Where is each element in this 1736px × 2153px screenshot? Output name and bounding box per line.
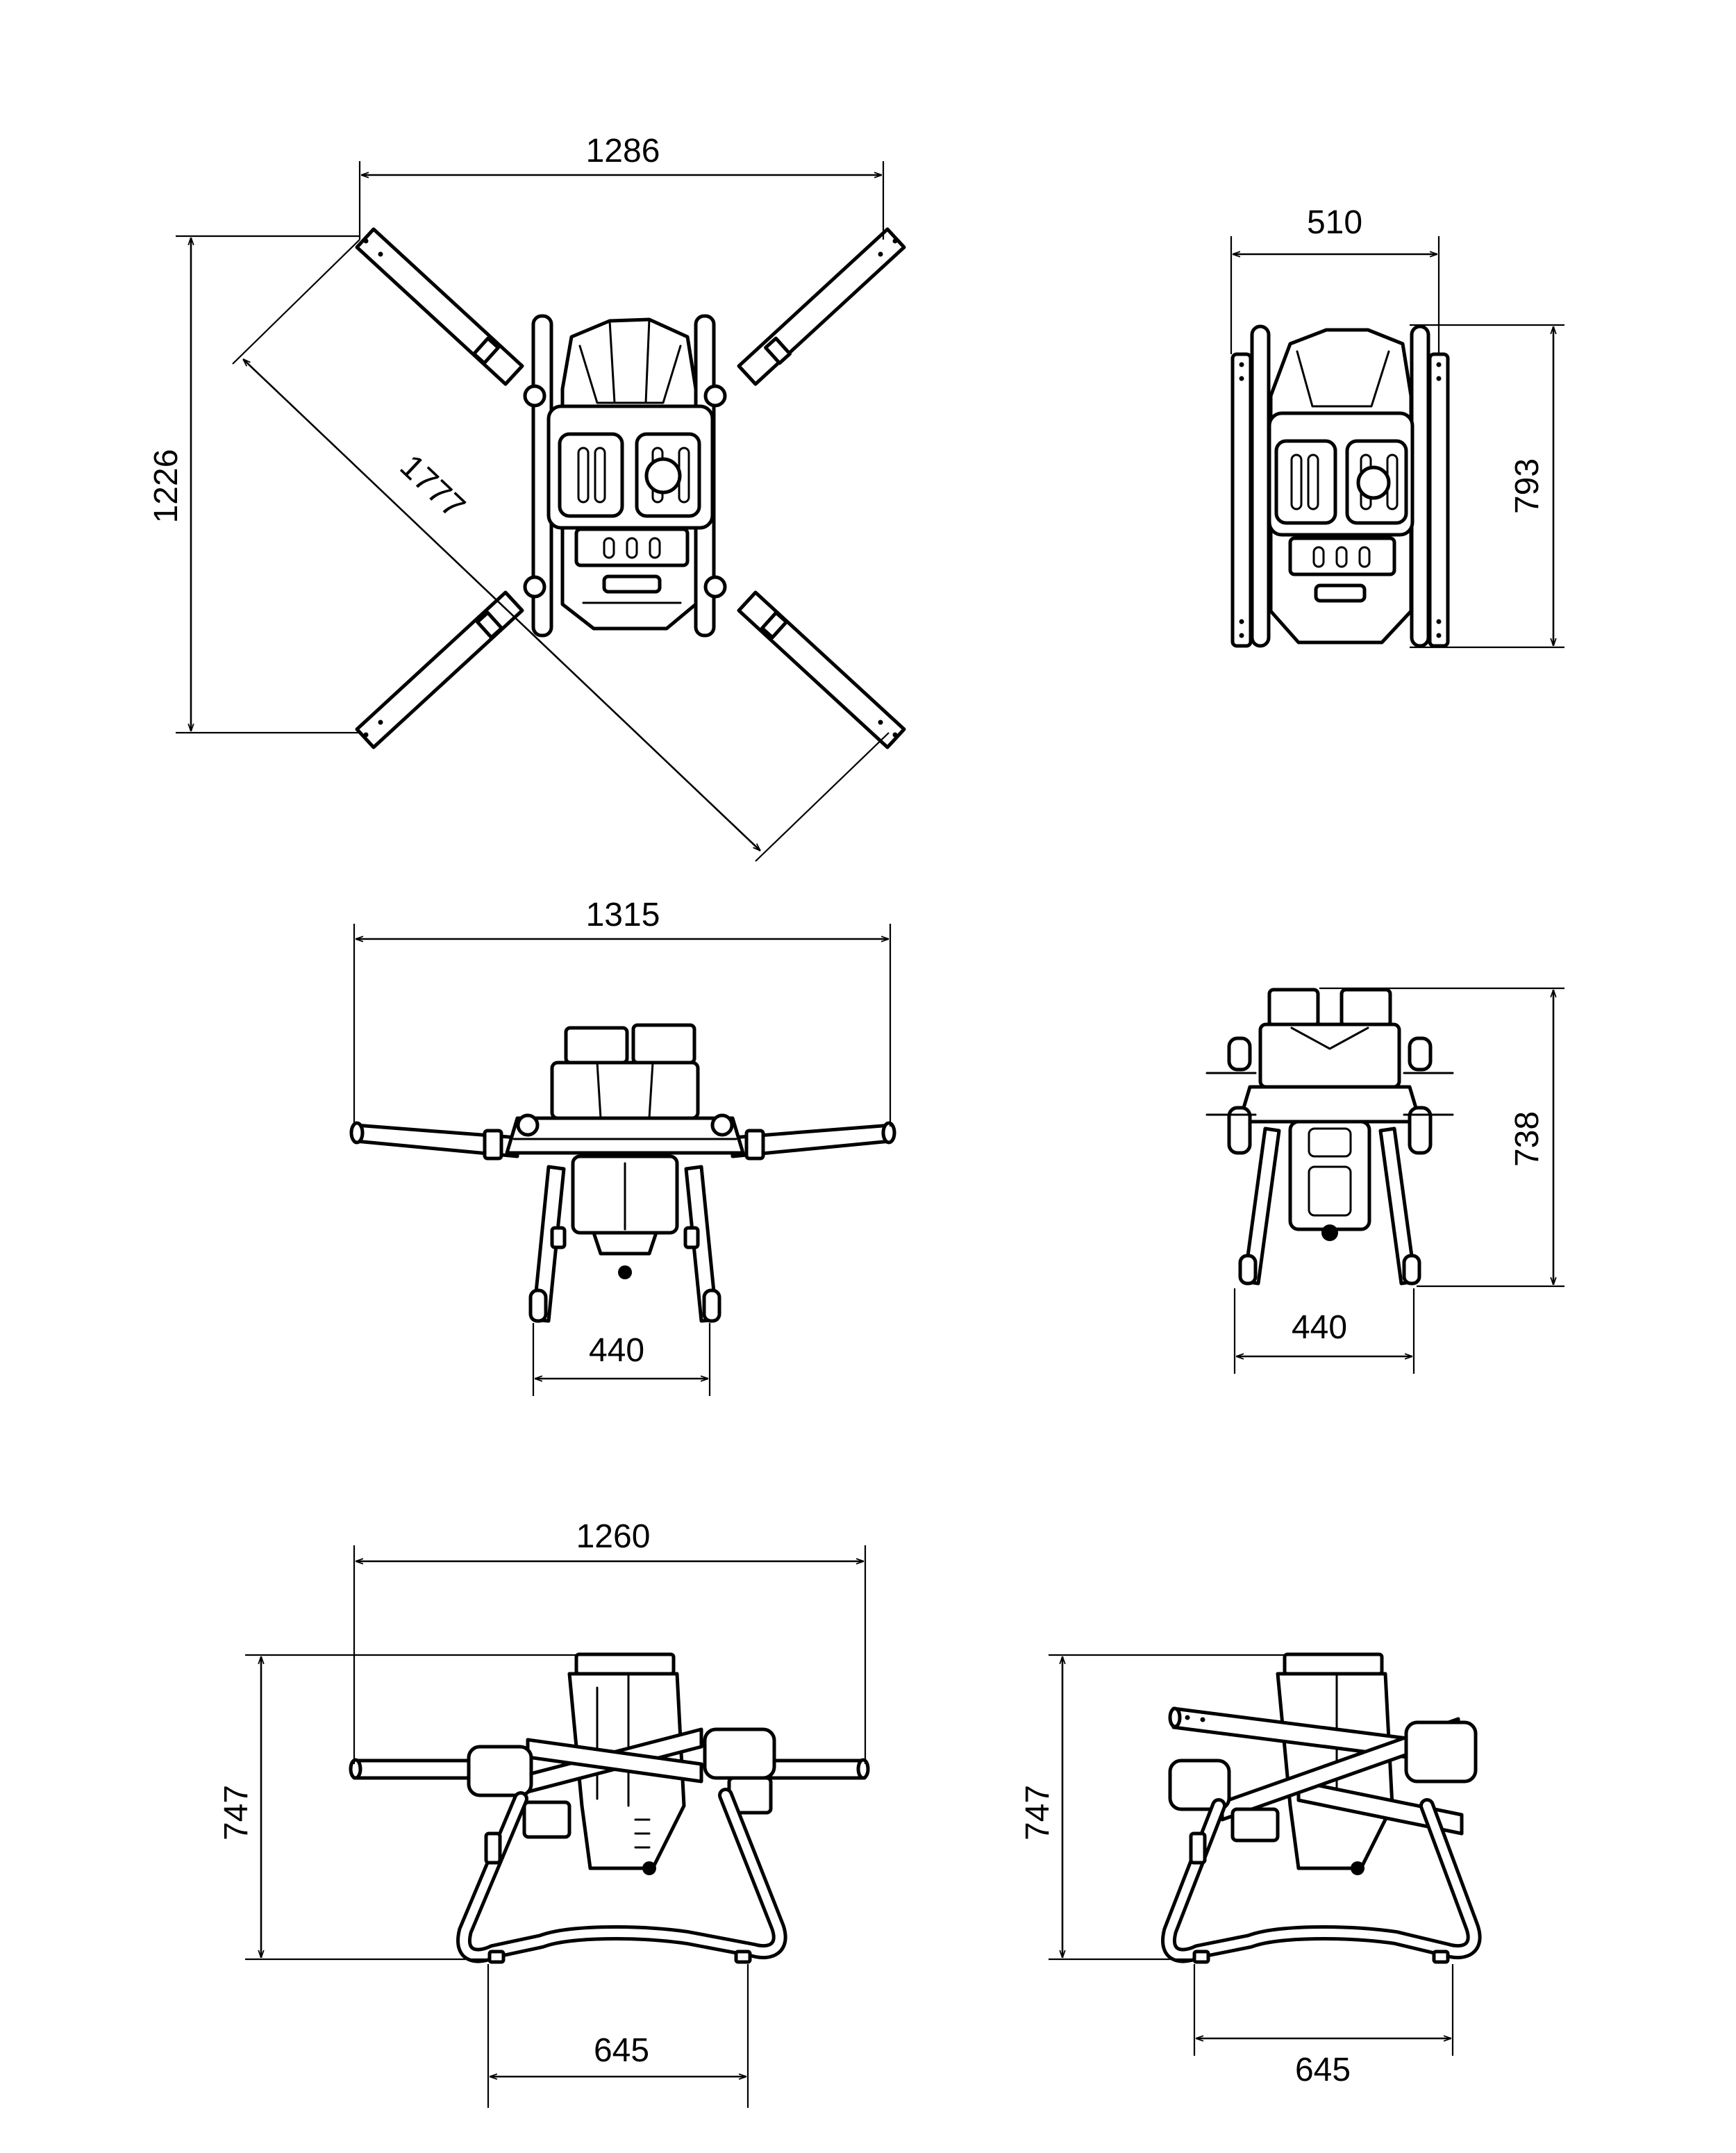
body-front — [505, 1023, 745, 1279]
folded-arm-left-outer — [1230, 352, 1253, 648]
folded-arm-right-outer — [1428, 352, 1450, 648]
drone-body-folded — [1267, 328, 1414, 645]
dim-length-unfolded: 1226 — [148, 235, 360, 734]
dim-label-738: 738 — [1509, 1111, 1546, 1167]
dim-label-1226: 1226 — [148, 449, 185, 524]
folded-arms-side — [1168, 1706, 1478, 1843]
top-view-folded: 510 793 — [1230, 204, 1564, 649]
body-front-folded — [1237, 988, 1422, 1241]
top-view-unfolded: 1286 1226 1777 — [148, 133, 906, 862]
dim-label-440-folded: 440 — [1292, 1309, 1347, 1346]
folded-rotors — [1205, 1036, 1454, 1155]
dim-width-front: 1315 — [353, 897, 892, 1127]
dim-label-747-unfolded: 747 — [218, 1785, 255, 1840]
folded-arm-right-inner — [1410, 324, 1430, 648]
motor-right-side — [703, 1727, 776, 1780]
tank-left — [558, 432, 624, 518]
drone-body — [546, 317, 715, 631]
dim-height-side: 747 — [218, 1654, 670, 1961]
arm-joint-rr — [703, 575, 727, 599]
dim-width-unfolded: 1286 — [358, 133, 885, 240]
dim-leg-width-front: 440 — [532, 1323, 711, 1396]
battery-panel-folded — [1288, 536, 1396, 576]
dim-label-747-folded: 747 — [1019, 1785, 1056, 1840]
dim-label-793: 793 — [1509, 458, 1546, 514]
folded-arm-holes — [1239, 362, 1442, 638]
dim-width-side: 1260 — [353, 1518, 867, 1764]
dim-leg-base-side: 645 — [487, 1964, 749, 2108]
arm-joint-fl — [523, 384, 546, 408]
motor-left-folded — [1168, 1759, 1231, 1811]
motor-right-folded — [1404, 1720, 1478, 1784]
dim-height-side-folded: 747 — [1019, 1654, 1378, 1961]
motor-left-side — [467, 1745, 533, 1797]
front-view-folded: 738 440 — [1205, 987, 1564, 1374]
dim-height-front-folded: 738 — [1319, 987, 1564, 1288]
dim-length-folded: 793 — [1410, 324, 1564, 649]
side-view-folded: 747 645 — [1019, 1652, 1482, 2088]
arm-left-front — [349, 1121, 519, 1161]
side-view-unfolded: 1260 747 645 — [218, 1518, 870, 2108]
joint-front-right — [710, 1113, 734, 1137]
dim-leg-base-side-folded: 645 — [1193, 1964, 1454, 2088]
spray-tank-front-folded — [1288, 1120, 1371, 1231]
dim-label-1260: 1260 — [576, 1518, 651, 1555]
legs-front — [528, 1165, 721, 1323]
battery-panel — [574, 527, 690, 567]
folded-arm-left-inner — [1250, 324, 1271, 648]
landing-gear-side-folded — [1161, 1798, 1482, 1964]
joint-front-left — [516, 1113, 540, 1137]
arm-joint-rl — [523, 575, 546, 599]
front-view-unfolded: 1315 440 — [349, 897, 896, 1396]
dim-label-1315: 1315 — [586, 897, 660, 933]
dim-leg-width-front-folded: 440 — [1233, 1288, 1415, 1374]
dim-label-440-front: 440 — [589, 1332, 644, 1369]
dim-label-645-folded: 645 — [1295, 2052, 1351, 2088]
tank-left-folded — [1274, 439, 1337, 525]
legs-front-folded — [1238, 1127, 1421, 1286]
arm-joint-fr — [703, 384, 727, 408]
dim-width-folded: 510 — [1230, 204, 1440, 354]
arm-right-front — [731, 1121, 896, 1161]
landing-gear-side — [456, 1788, 787, 1964]
dim-label-645-unfolded: 645 — [594, 2032, 649, 2069]
dim-label-510: 510 — [1307, 204, 1362, 241]
dim-label-1286: 1286 — [586, 133, 660, 169]
